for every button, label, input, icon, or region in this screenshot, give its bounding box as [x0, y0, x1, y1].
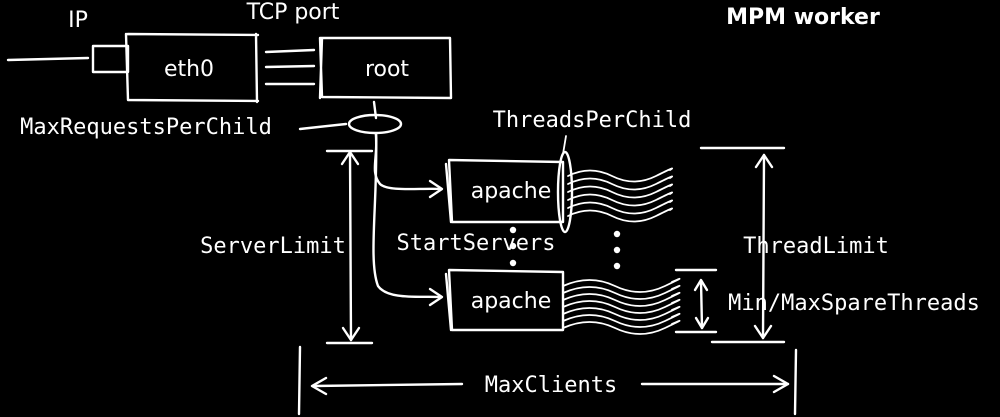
child-process-top: [444, 158, 565, 224]
start-servers-label: StartServers: [397, 231, 556, 256]
thread-limit-bracket: [699, 146, 786, 344]
more-children-dots: [509, 226, 517, 267]
request-counter-ring: [347, 113, 403, 135]
eth0-box: [124, 32, 260, 104]
thread-limit-label: ThreadLimit: [743, 234, 889, 259]
thread-waves-bottom: [562, 277, 681, 335]
child-process-bottom-label: apache: [471, 289, 552, 314]
spare-threads-bracket: [674, 268, 718, 334]
child-process-bottom: [444, 268, 565, 332]
max-requests-pointer: [298, 122, 348, 131]
root-label: root: [365, 57, 409, 82]
thread-waves-top: [567, 167, 674, 223]
threads-per-child-label: ThreadsPerChild: [493, 108, 692, 133]
threads-per-child-ring: [556, 150, 574, 234]
diagram-title: MPM worker: [726, 5, 880, 30]
ip-plug: [6, 44, 130, 74]
max-clients-label: MaxClients: [485, 373, 617, 398]
min-max-spare-threads-label: Min/MaxSpareThreads: [728, 291, 980, 316]
fork-arrows: [372, 132, 444, 307]
threads-per-child-pointer: [562, 135, 567, 155]
child-process-top-label: apache: [471, 179, 552, 204]
server-limit-bracket: [325, 149, 374, 345]
max-requests-per-child-label: MaxRequestsPerChild: [20, 115, 272, 140]
more-threads-dots: [613, 230, 621, 270]
ip-label: IP: [68, 8, 88, 33]
server-limit-label: ServerLimit: [200, 234, 346, 259]
root-box: [318, 36, 453, 100]
max-clients-bracket: [297, 345, 798, 416]
eth0-label: eth0: [164, 57, 214, 82]
tcp-port-connectors: [264, 48, 316, 86]
tcp-port-label: TCP port: [246, 0, 340, 25]
